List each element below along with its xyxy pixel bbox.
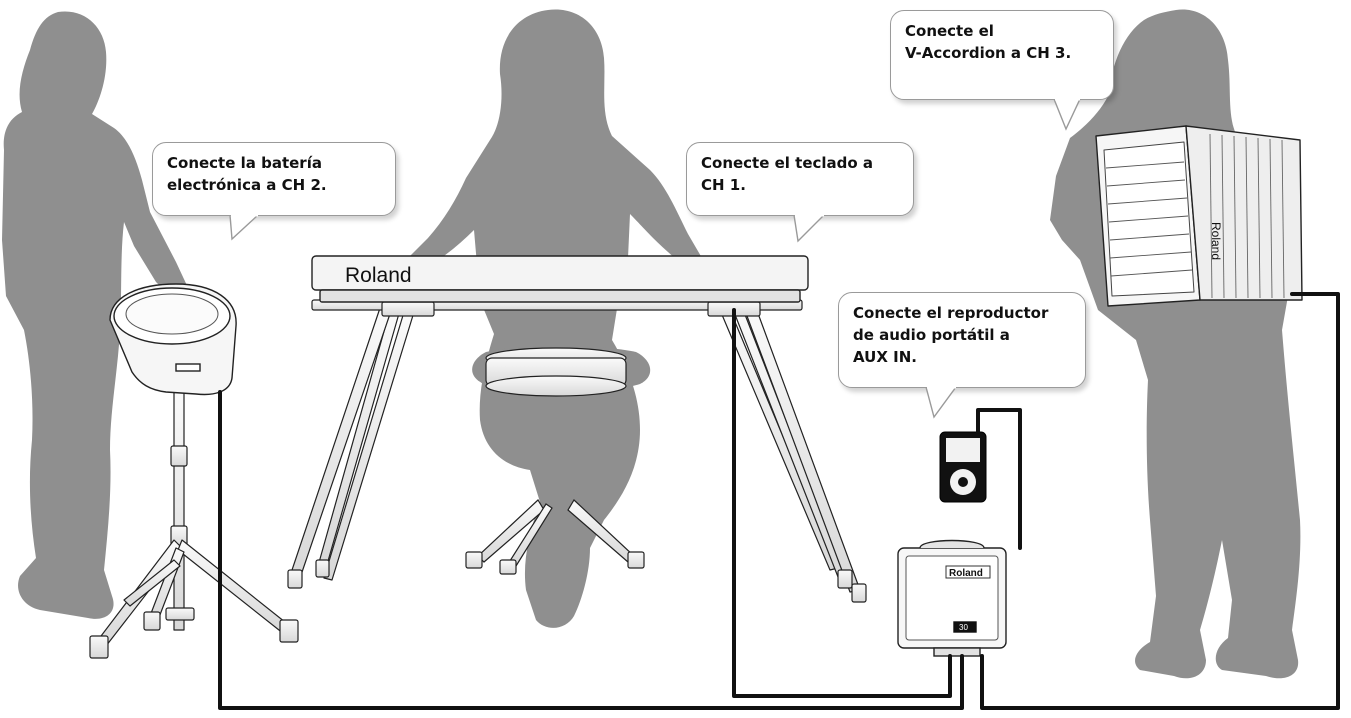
cable-accordion-ch3 [980, 292, 1340, 710]
portable-audio-player [939, 431, 987, 503]
callout-drums: Conecte la batería electrónica a CH 2. [152, 142, 396, 216]
callout-player-line-1: Conecte el reproductor [853, 304, 1049, 322]
drum-stand [89, 377, 299, 659]
amp-logo: Roland [949, 568, 983, 579]
callout-player: Conecte el reproductor de audio portátil… [838, 292, 1086, 388]
callout-accordion-tail [1053, 99, 1081, 131]
amplifier [897, 539, 1007, 657]
v-accordion [1095, 125, 1303, 307]
callout-drums-line-2: electrónica a CH 2. [167, 176, 327, 194]
cable-keyboard-ch1 [732, 308, 952, 698]
callout-keyboard-line-2: CH 1. [701, 176, 746, 194]
person-drummer-silhouette [2, 11, 190, 619]
callout-keyboard-tail [793, 215, 825, 243]
callout-accordion-line-1: Conecte el [905, 22, 994, 40]
accordion-logo: Roland [1209, 222, 1223, 260]
callout-player-tail [925, 387, 957, 419]
callout-drums-tail [229, 215, 260, 241]
callout-drums-line-1: Conecte la batería [167, 154, 322, 172]
person-keyboardist-silhouette [408, 9, 710, 628]
keyboard [311, 255, 809, 303]
drum-pad [109, 283, 237, 396]
callout-player-line-3: AUX IN. [853, 348, 917, 366]
callout-player-line-2: de audio portátil a [853, 326, 1010, 344]
amp-badge: 30 [959, 623, 968, 632]
callout-keyboard-line-1: Conecte el teclado a [701, 154, 874, 172]
accordion-bellows [1209, 133, 1285, 299]
cable-drums-ch2 [218, 390, 964, 710]
callout-accordion: Conecte el V-Accordion a CH 3. [890, 10, 1114, 100]
keyboard-logo: Roland [345, 264, 412, 287]
keyboard-stand [287, 299, 867, 603]
stool [465, 347, 645, 575]
callout-accordion-line-2: V-Accordion a CH 3. [905, 44, 1072, 62]
callout-keyboard: Conecte el teclado a CH 1. [686, 142, 914, 216]
accordion-keys [1105, 161, 1193, 277]
cable-player-aux [976, 408, 1022, 550]
cables [218, 292, 1340, 710]
